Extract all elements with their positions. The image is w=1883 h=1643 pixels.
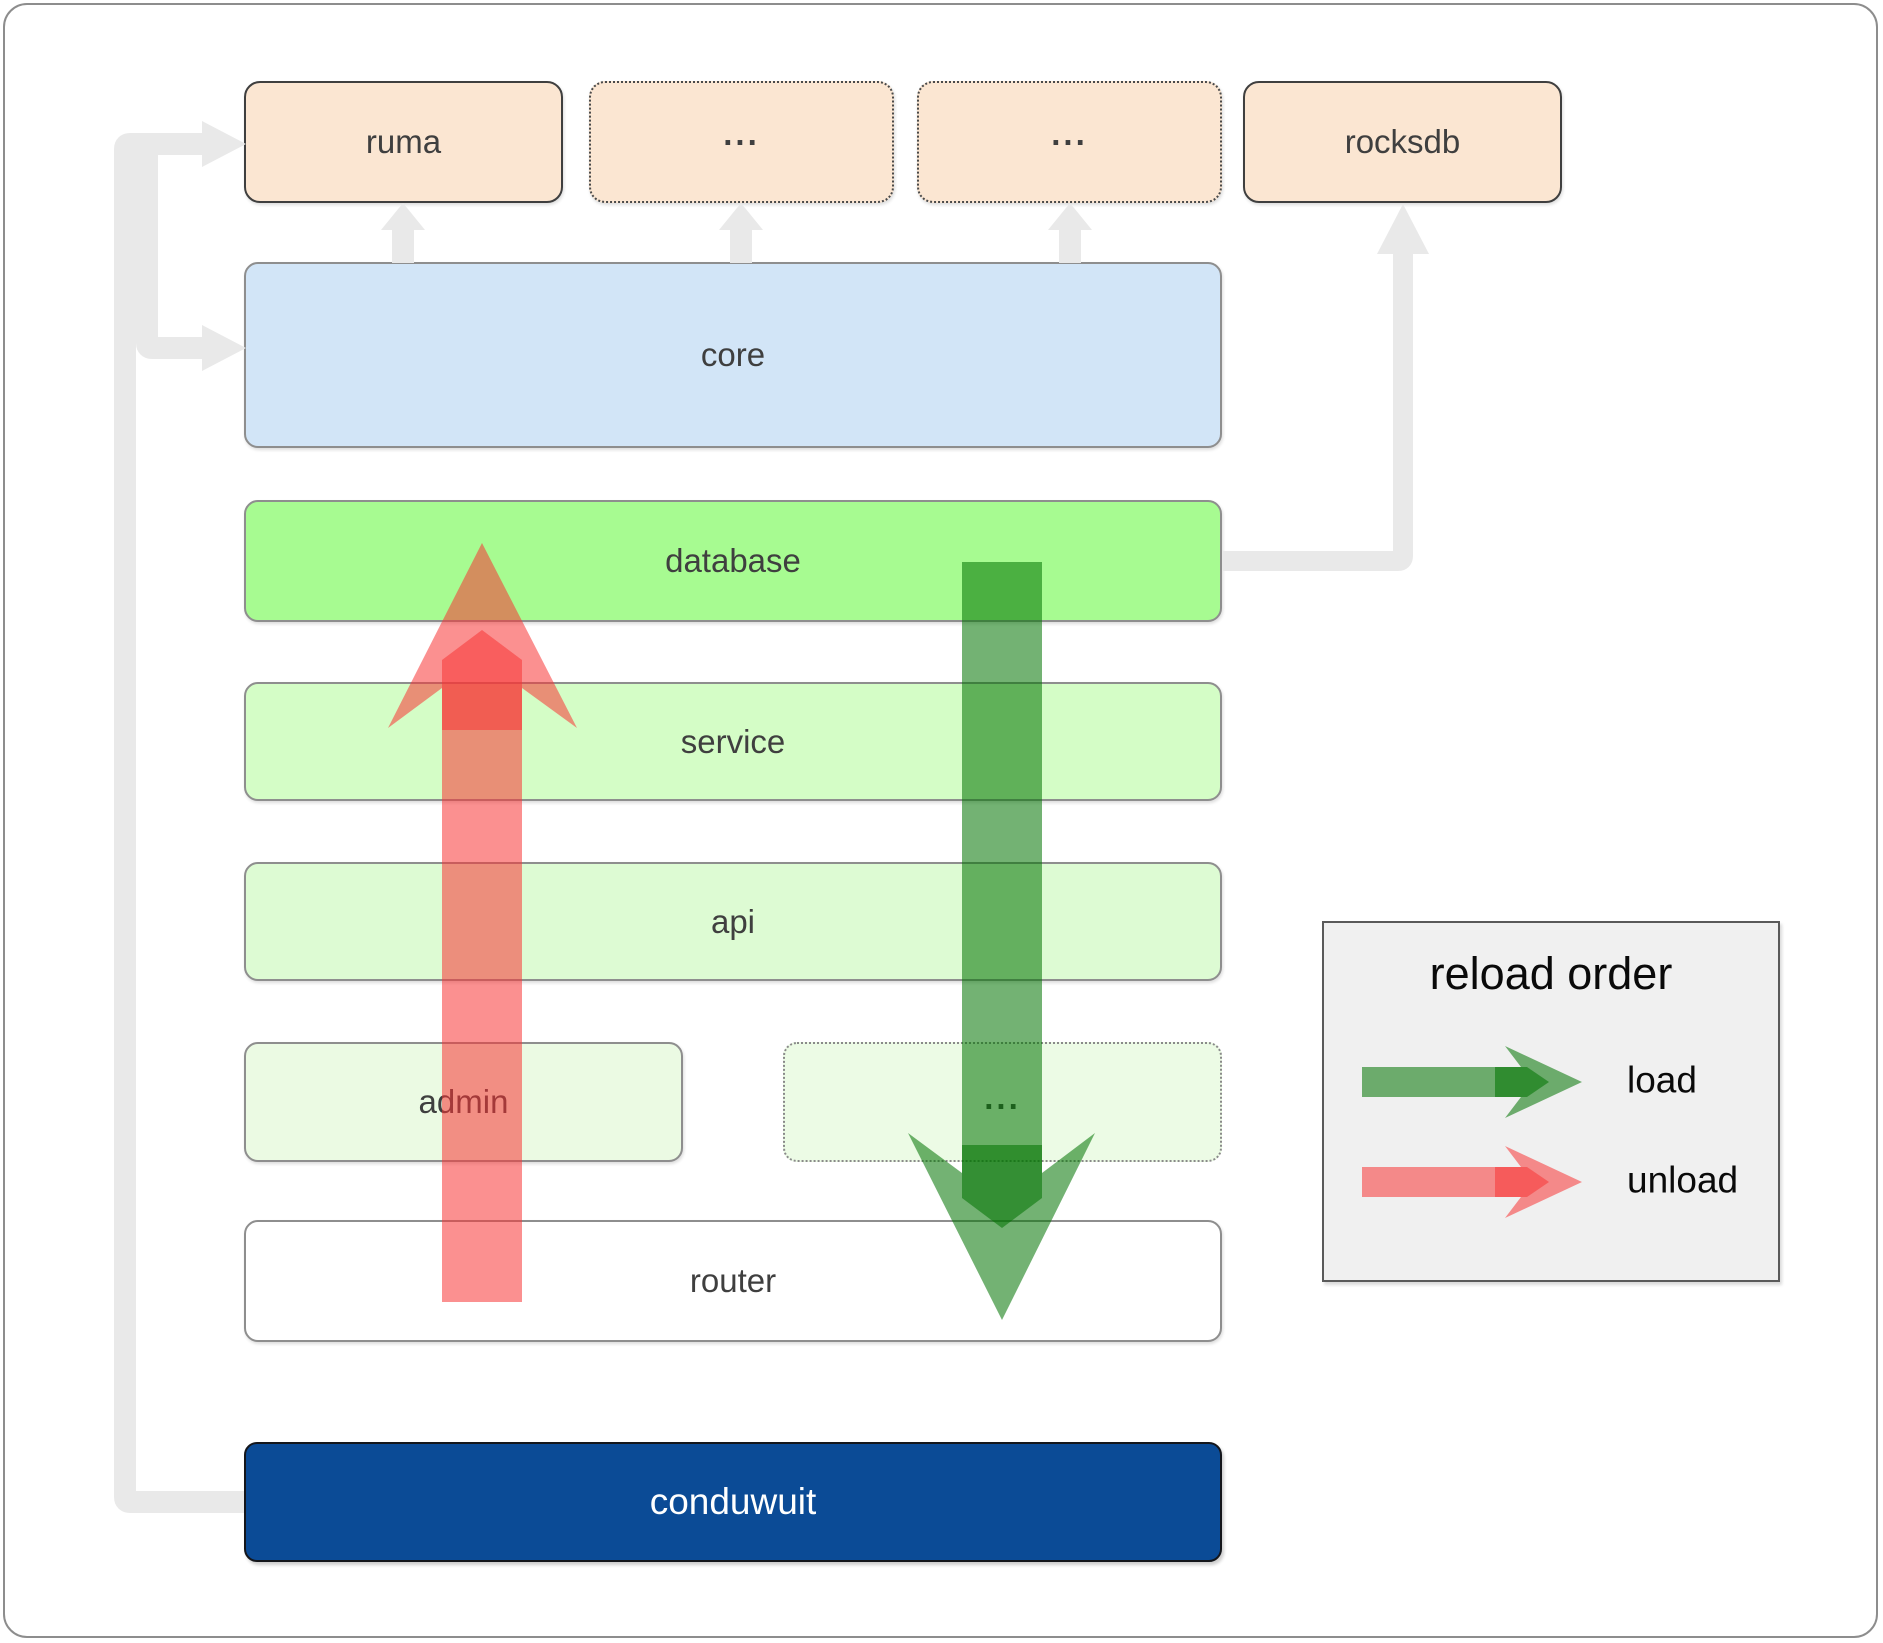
box-ruma-label: ruma bbox=[365, 123, 442, 160]
box-service: service bbox=[244, 682, 1222, 801]
legend-unload-label: unload bbox=[1627, 1159, 1739, 1201]
legend-title: reload order bbox=[1429, 948, 1673, 999]
box-admin-sibling: ... bbox=[783, 1042, 1222, 1162]
box-dependency-1-label: ... bbox=[723, 115, 760, 152]
box-dependency-1: ... bbox=[589, 81, 894, 203]
box-dependency-2: ... bbox=[917, 81, 1222, 203]
legend-load-label: load bbox=[1627, 1059, 1697, 1101]
box-rocksdb: rocksdb bbox=[1243, 81, 1562, 203]
outer-frame bbox=[3, 3, 1878, 1638]
box-conduwuit: conduwuit bbox=[244, 1442, 1222, 1562]
box-api-label: api bbox=[710, 902, 756, 940]
box-admin: admin bbox=[244, 1042, 683, 1162]
box-router: router bbox=[244, 1220, 1222, 1342]
box-admin-sibling-label: ... bbox=[984, 1079, 1021, 1116]
box-admin-label: admin bbox=[418, 1083, 509, 1120]
box-core-label: core bbox=[700, 336, 766, 373]
box-api: api bbox=[244, 862, 1222, 981]
box-rocksdb-label: rocksdb bbox=[1344, 123, 1461, 160]
box-core: core bbox=[244, 262, 1222, 448]
box-router-label: router bbox=[689, 1262, 777, 1299]
box-ruma: ruma bbox=[244, 81, 563, 203]
box-dependency-2-label: ... bbox=[1051, 115, 1088, 152]
box-service-label: service bbox=[680, 722, 786, 760]
box-conduwuit-label: conduwuit bbox=[649, 1481, 817, 1522]
box-database: database bbox=[244, 500, 1222, 622]
box-database-label: database bbox=[665, 542, 801, 579]
